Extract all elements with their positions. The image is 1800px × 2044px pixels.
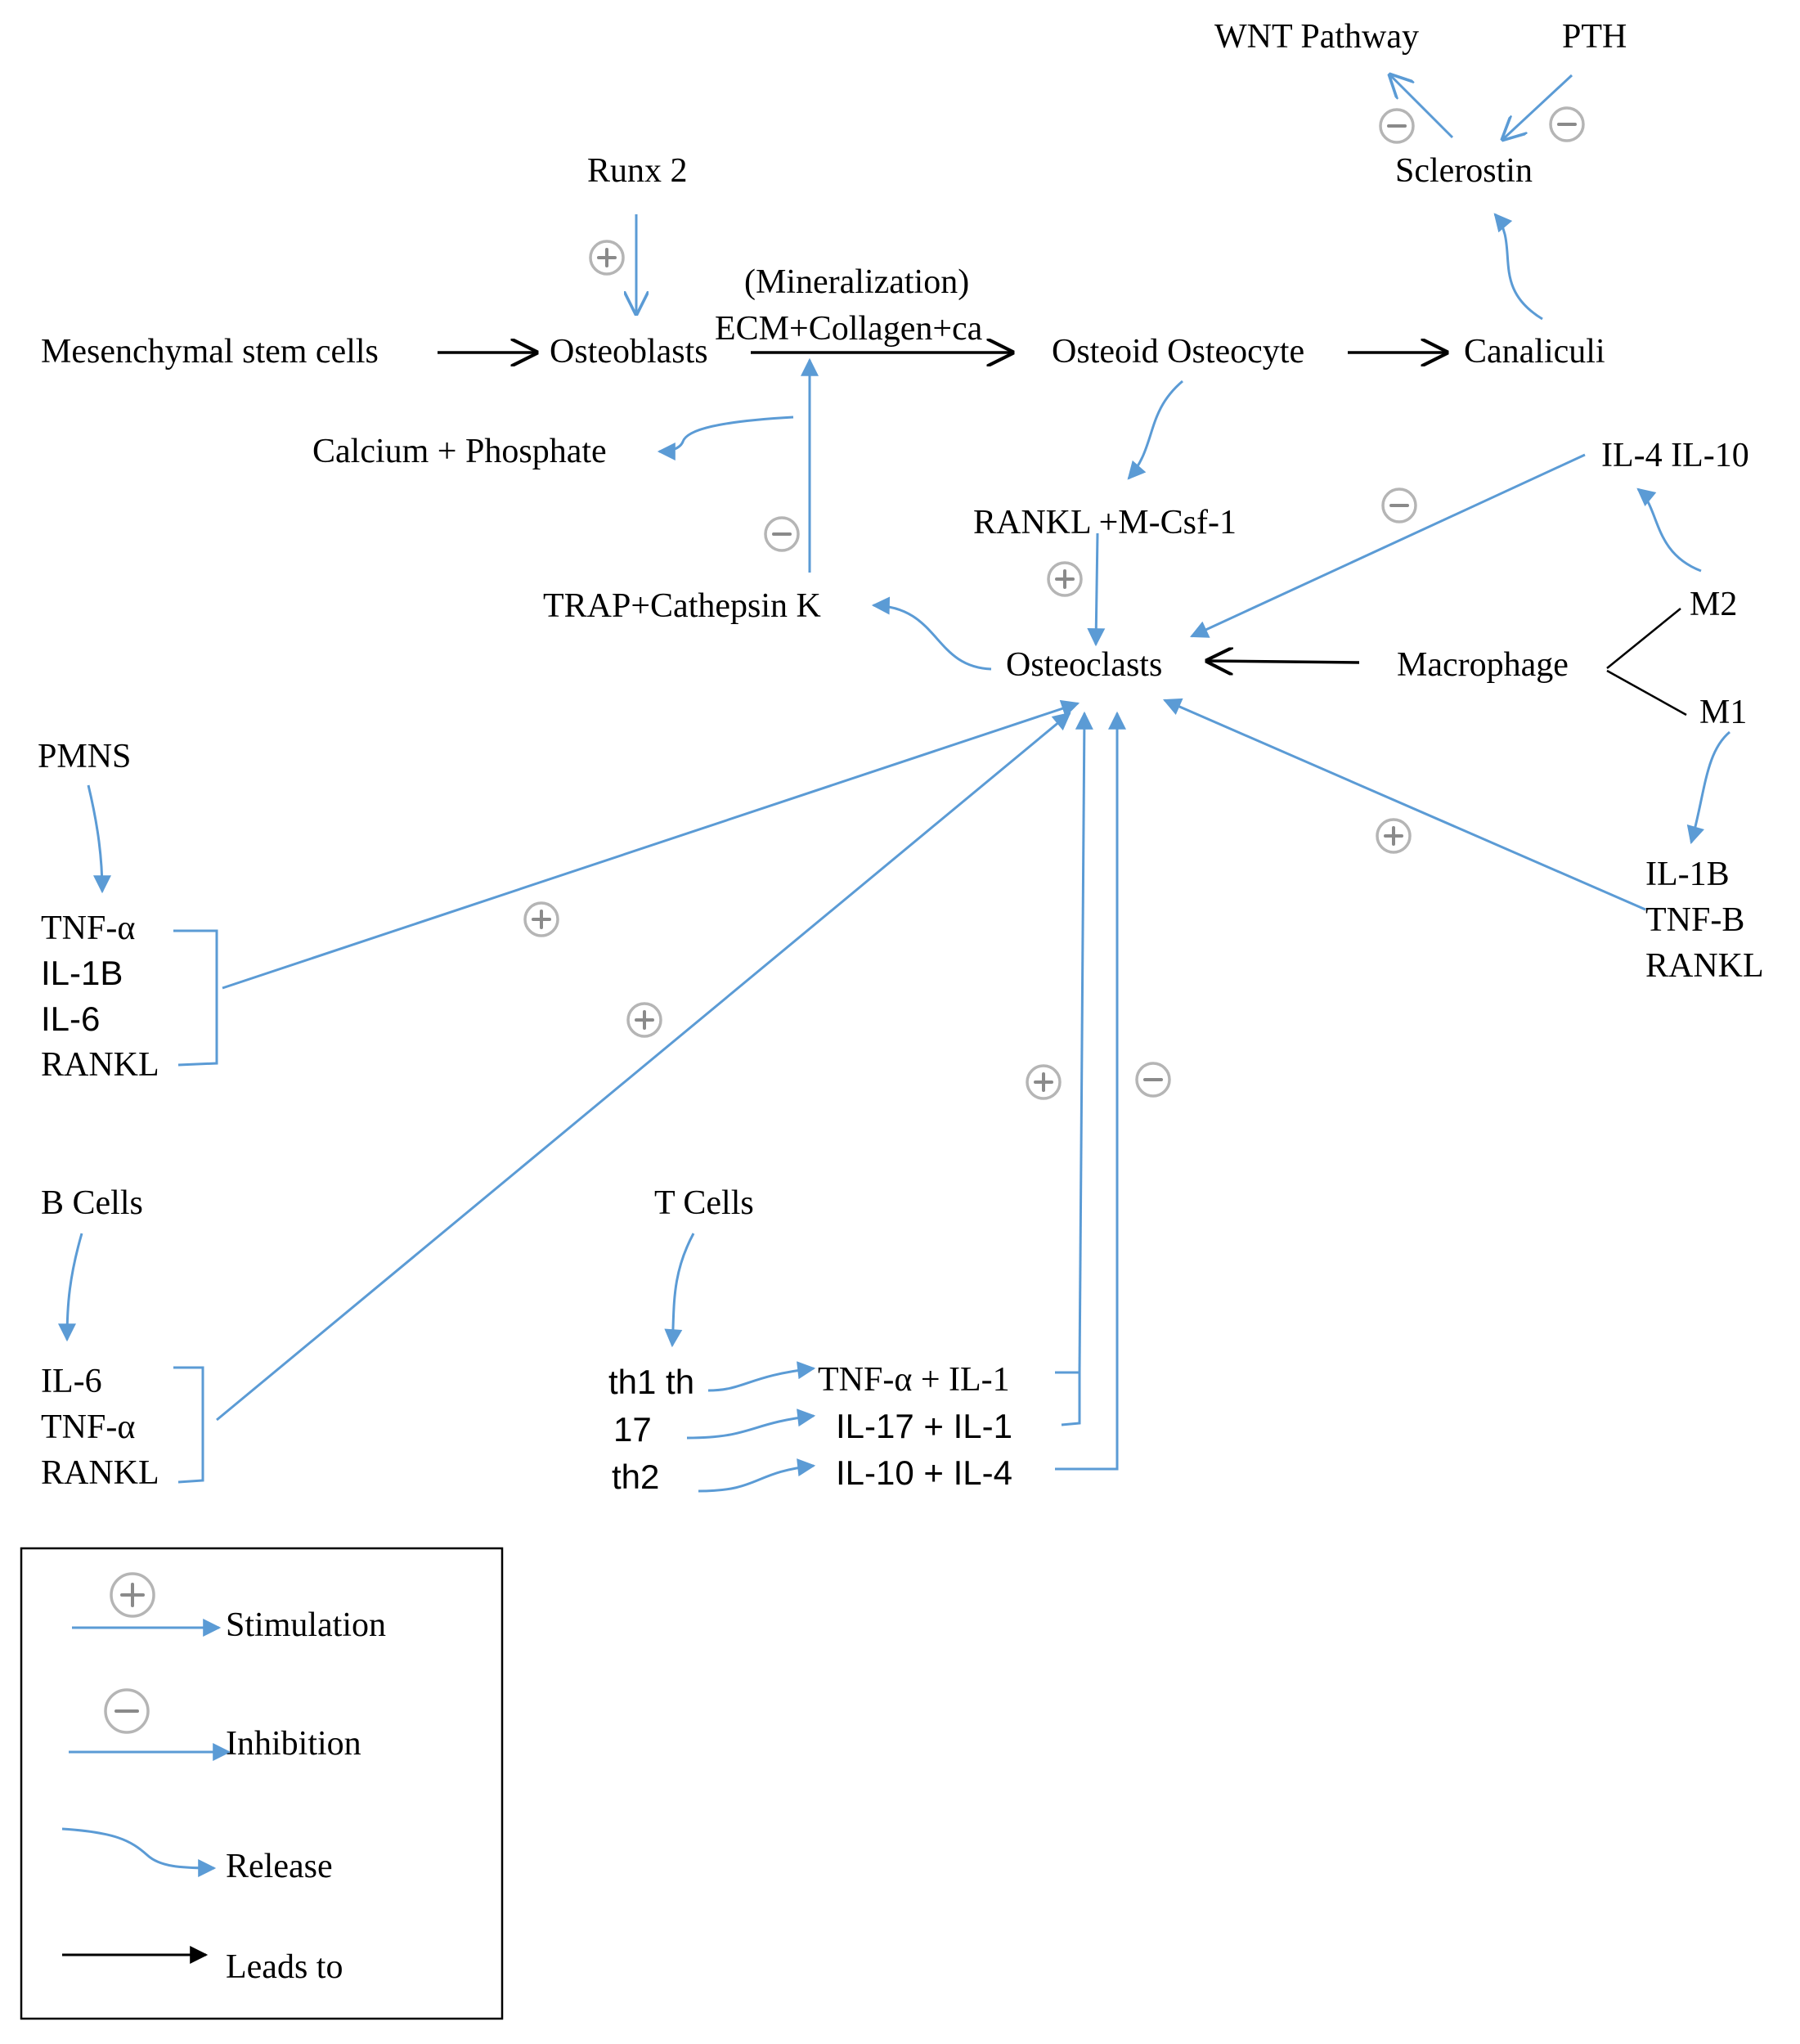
minus-icon (1135, 1062, 1171, 1098)
legend-release-label: Release (226, 1848, 333, 1885)
label-t-product: TNF-α + IL-1 (818, 1361, 1010, 1399)
legend-release-arrow (61, 1827, 217, 1877)
plus-icon (523, 901, 559, 937)
label-osteoclasts: Osteoclasts (1006, 646, 1162, 684)
arrow-osteocyte-to-rankl (1127, 380, 1183, 480)
legend: Stimulation Inhibition Release Leads to (20, 1547, 504, 2020)
label-m1-product: TNF-B (1645, 901, 1744, 939)
plus-icon (1047, 561, 1083, 597)
arrow-th17-release (686, 1408, 816, 1440)
line-macrophage-m2 (1606, 608, 1681, 669)
label-rankl-mcsf: RANKL +M-Csf-1 (973, 504, 1237, 541)
arrow-pmns-release (87, 784, 111, 894)
arrow-pmns-products-stimulate-osteoclasts (222, 699, 1080, 990)
bracket-t-products-stimulate (1055, 1371, 1081, 1426)
plus-icon (589, 240, 625, 276)
label-pth: PTH (1562, 18, 1627, 56)
line-macrophage-m1 (1606, 669, 1687, 717)
label-osteoblasts: Osteoblasts (550, 333, 708, 371)
label-m1: M1 (1699, 694, 1747, 731)
minus-icon (1549, 106, 1585, 142)
minus-icon (1381, 487, 1417, 523)
plus-icon (1376, 818, 1412, 854)
arrow-rankl-to-osteoclasts (1087, 532, 1106, 647)
arrow-b-products-stimulate-osteoclasts (216, 712, 1071, 1422)
label-osteoid-osteocyte: Osteoid Osteocyte (1052, 333, 1304, 371)
label-pmns-product: IL-1B (41, 954, 123, 992)
label-wnt-pathway: WNT Pathway (1214, 18, 1419, 56)
label-t-product: IL-10 + IL-4 (836, 1453, 1012, 1492)
label-t-subset: 17 (613, 1410, 652, 1449)
minus-icon (1379, 108, 1415, 144)
label-m2: M2 (1690, 586, 1737, 623)
arrow-sclerostin-to-wnt (1390, 75, 1454, 139)
minus-icon (104, 1688, 150, 1734)
bracket-b-products (173, 1366, 204, 1484)
label-sclerostin: Sclerostin (1395, 152, 1533, 190)
arrow-th2-release (698, 1458, 816, 1493)
arrow-m1-products-stimulate-osteoclasts (1162, 698, 1646, 911)
arrow-t-cells-release (664, 1233, 695, 1348)
arrow-release-calcium-phosphate (657, 416, 794, 460)
label-t-cells: T Cells (654, 1184, 754, 1222)
arrow-canaliculi-to-sclerostin (1493, 213, 1543, 321)
label-pmns-product: TNF-α (41, 910, 135, 947)
label-trap-cathepsin: TRAP+Cathepsin K (543, 587, 821, 625)
arrow-m1-release-il1b (1686, 730, 1730, 845)
label-t-subset: th1 th (608, 1363, 694, 1401)
label-calcium-phosphate: Calcium + Phosphate (312, 433, 607, 470)
label-t-product: IL-17 + IL-1 (836, 1407, 1012, 1445)
label-mineralization: (Mineralization) (744, 263, 969, 301)
label-macrophage: Macrophage (1397, 646, 1569, 684)
label-m1-product: IL-1B (1645, 856, 1730, 893)
arrow-pth-to-sclerostin (1503, 74, 1573, 139)
arrow-m2-release-il4-il10 (1636, 487, 1702, 573)
label-t-subset: th2 (612, 1458, 659, 1496)
label-pmns-product: RANKL (41, 1046, 159, 1084)
arrow-macrophage-to-osteoclasts (1208, 661, 1360, 663)
arrow-osteoclasts-release-trap (871, 596, 992, 671)
label-pmns: PMNS (38, 738, 131, 775)
label-msc: Mesenchymal stem cells (41, 333, 379, 371)
label-b-product: RANKL (41, 1454, 159, 1492)
legend-inhibition-label: Inhibition (226, 1725, 361, 1763)
label-b-product: IL-6 (41, 1363, 102, 1400)
arrow-th1-release (707, 1361, 816, 1392)
label-b-cells: B Cells (41, 1184, 143, 1222)
arrow-b-cells-release (58, 1233, 83, 1342)
legend-stimulation-label: Stimulation (226, 1606, 386, 1644)
plus-icon (1026, 1064, 1062, 1100)
label-canaliculi: Canaliculi (1464, 333, 1605, 371)
arrow-t-products-stimulate-osteoclasts (1075, 711, 1093, 1373)
plus-icon (626, 1002, 662, 1038)
label-runx2: Runx 2 (587, 152, 688, 190)
arrow-il4-il10-inhibits-osteoclasts (1190, 453, 1586, 638)
label-b-product: TNF-α (41, 1408, 135, 1446)
label-il4-il10: IL-4 IL-10 (1601, 437, 1749, 474)
legend-leads-to-label: Leads to (226, 1948, 343, 1986)
label-m1-product: RANKL (1645, 947, 1764, 985)
label-ecm: ECM+Collagen+ca (715, 310, 983, 348)
plus-icon (110, 1572, 155, 1618)
label-pmns-product: IL-6 (41, 1000, 100, 1038)
minus-icon (764, 516, 800, 552)
arrow-il10-il4-inhibits-osteoclasts (1055, 711, 1126, 1471)
bracket-pmns-products (173, 929, 218, 1067)
